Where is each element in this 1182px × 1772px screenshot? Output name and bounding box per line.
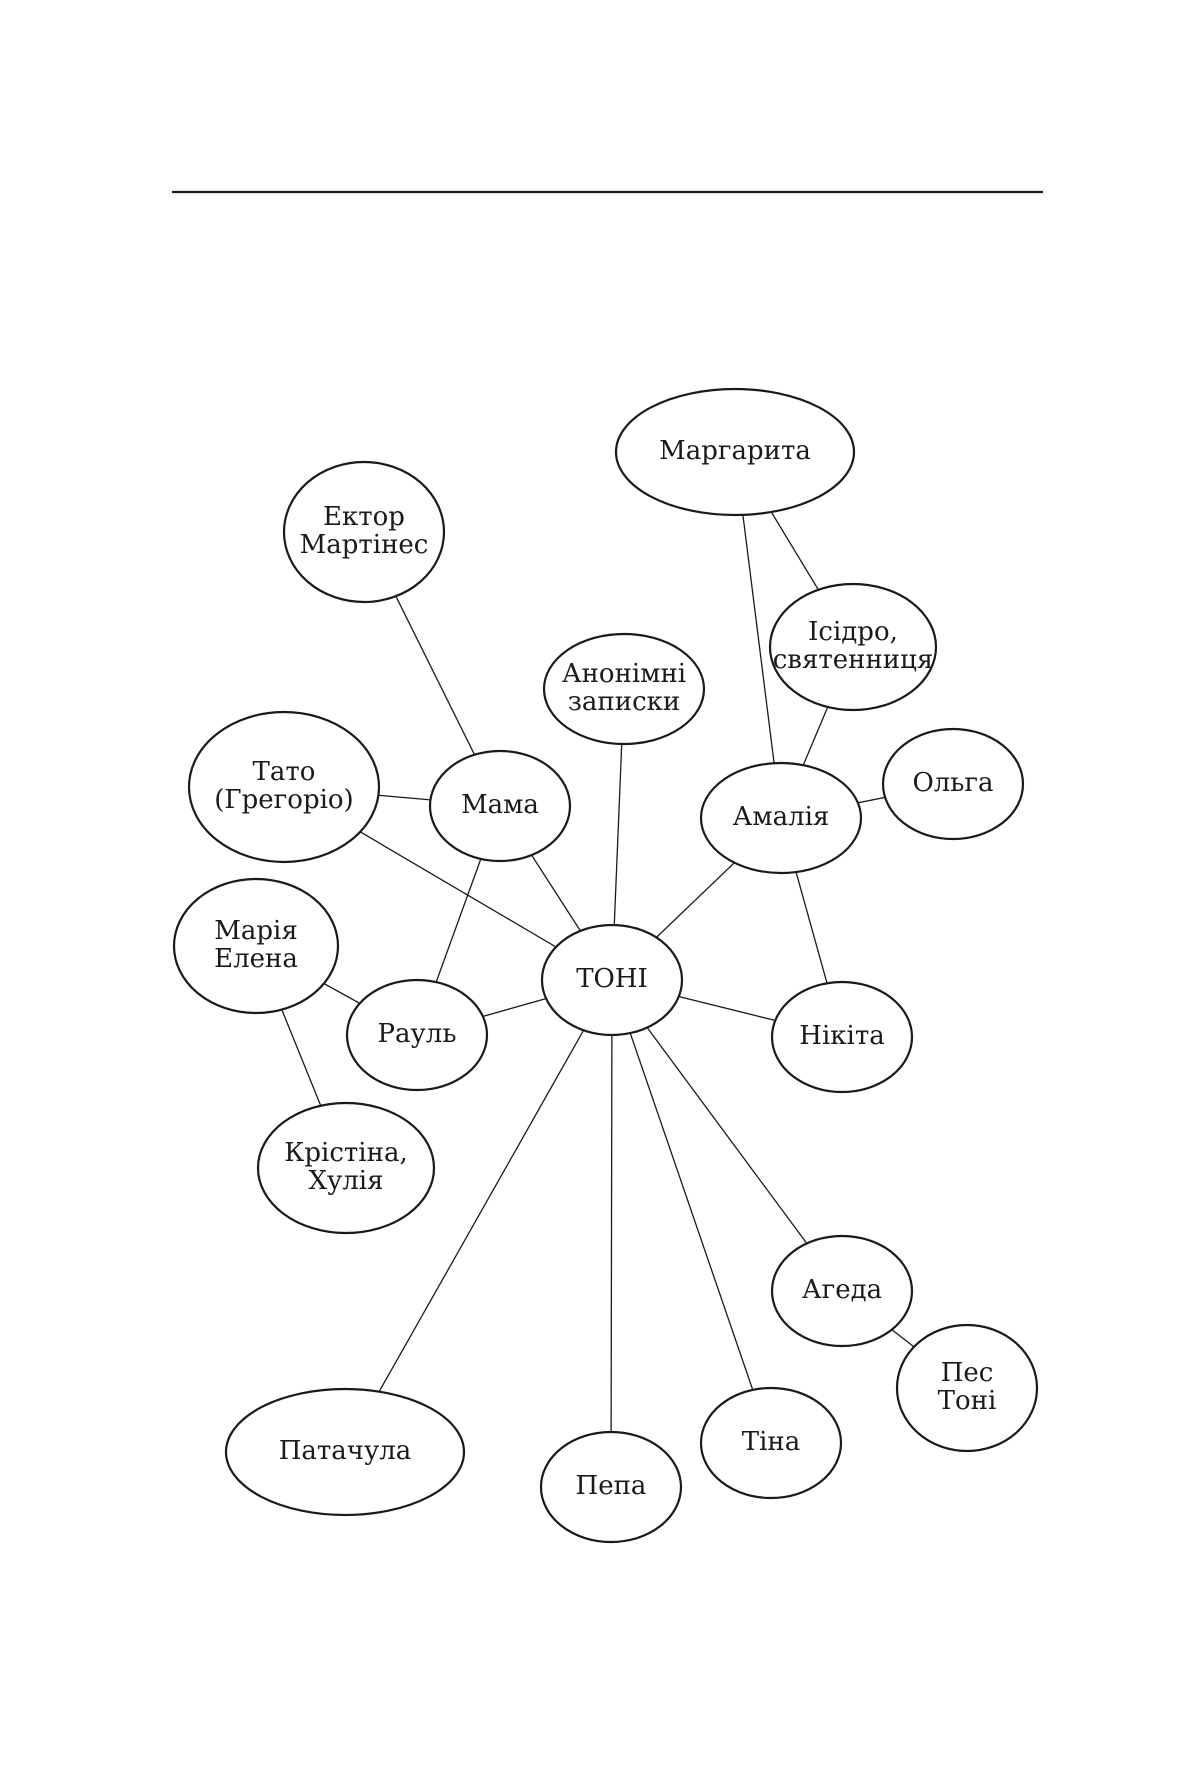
node-label-isidro-line-0: Ісідро, — [808, 617, 898, 647]
nodes-layer: ТОНІ МаргаритаЕкторМартінесІсідро,святенн… — [172, 387, 1039, 1544]
node-label-anonymous-line-1: записки — [568, 687, 680, 717]
node-label-pepa-line-0: Пепа — [576, 1471, 647, 1501]
node-label-tato-line-0: Тато — [253, 757, 316, 787]
node-ellipse-anonymous — [542, 632, 706, 746]
edge-toni-tina — [611, 979, 772, 1444]
node-label-maria-line-0: Марія — [214, 916, 297, 946]
node-amalia: Амалія — [699, 761, 863, 875]
node-label-ageda-line-0: Агеда — [802, 1275, 882, 1305]
node-patachula: Патачула — [224, 1387, 466, 1517]
node-label-isidro-line-1: святенниця — [773, 645, 933, 675]
node-ellipse-patachula — [224, 1387, 466, 1517]
node-tato: Тато(Грегоріо) — [187, 710, 381, 864]
node-kristina: Крістіна,Хулія — [256, 1101, 436, 1235]
node-label-anonymous-line-0: Анонімні — [562, 659, 686, 689]
edge-toni-ageda — [611, 979, 843, 1292]
node-margarita: Маргарита — [614, 387, 856, 517]
node-label-maria-line-1: Елена — [214, 944, 298, 974]
node-ageda: Агеда — [770, 1234, 914, 1348]
node-pepa: Пепа — [539, 1430, 683, 1544]
node-ellipse-pepa — [539, 1430, 683, 1544]
node-ellipse-margarita — [614, 387, 856, 517]
node-nikita: Нікіта — [770, 980, 914, 1094]
node-ellipse-isidro — [768, 582, 938, 712]
node-ellipse-raul — [345, 978, 489, 1092]
node-ellipse-tina — [699, 1386, 843, 1500]
node-label-margarita-line-0: Маргарита — [659, 436, 811, 466]
node-ellipse-dog — [895, 1323, 1039, 1453]
node-isidro: Ісідро,святенниця — [768, 582, 938, 712]
node-ellipse-ektor — [282, 460, 446, 604]
node-ellipse-kristina — [256, 1101, 436, 1235]
node-label-tato-line-1: (Грегоріо) — [214, 785, 353, 815]
node-label-raul-line-0: Рауль — [378, 1019, 457, 1049]
edge-toni-pepa — [610, 979, 613, 1488]
node-ellipse-tato — [187, 710, 381, 864]
node-ellipse-amalia — [699, 761, 863, 875]
node-label-olga-line-0: Ольга — [912, 768, 993, 798]
node-label-kristina-line-1: Хулія — [308, 1166, 383, 1196]
node-label-ektor-line-1: Мартінес — [300, 530, 429, 560]
node-ellipse-maria — [172, 877, 340, 1015]
node-label-nikita-line-0: Нікіта — [799, 1021, 884, 1051]
edge-toni-patachula — [344, 979, 613, 1453]
node-ellipse-olga — [881, 727, 1025, 841]
node-label-tina-line-0: Тіна — [742, 1427, 801, 1457]
node-label-toni-line-0: ТОНІ — [576, 964, 648, 994]
node-label-amalia-line-0: Амалія — [733, 802, 830, 832]
node-ellipse-mama — [428, 749, 572, 863]
node-label-patachula-line-0: Патачула — [279, 1436, 412, 1466]
node-mama: Мама — [428, 749, 572, 863]
node-toni: ТОНІ — [540, 923, 684, 1037]
node-tina: Тіна — [699, 1386, 843, 1500]
node-label-dog-line-0: Пес — [941, 1358, 994, 1388]
node-label-kristina-line-0: Крістіна, — [284, 1138, 407, 1168]
node-raul: Рауль — [345, 978, 489, 1092]
node-ellipse-nikita — [770, 980, 914, 1094]
node-label-dog-line-1: Тоні — [938, 1386, 997, 1416]
node-label-ektor-line-0: Ектор — [323, 502, 405, 532]
node-ellipse-toni — [540, 923, 684, 1037]
node-label-mama-line-0: Мама — [461, 790, 539, 820]
node-olga: Ольга — [881, 727, 1025, 841]
node-ellipse-ageda — [770, 1234, 914, 1348]
